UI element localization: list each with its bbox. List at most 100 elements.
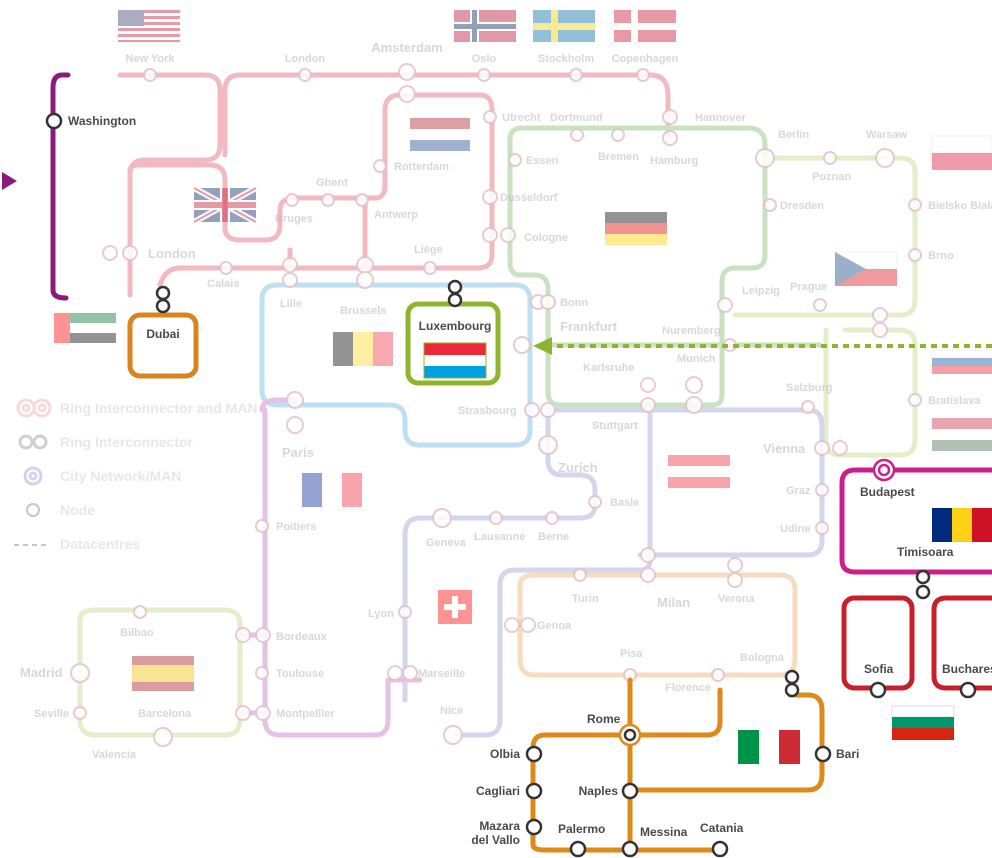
label-rome: Rome xyxy=(587,712,621,726)
label-madrid: Madrid xyxy=(20,665,63,680)
label-antwerp: Antwerp xyxy=(374,209,418,221)
label-turin: Turin xyxy=(572,593,599,605)
label-frankfurt: Frankfurt xyxy=(560,319,618,334)
line-italy-loop xyxy=(530,687,723,853)
label-basle: Basle xyxy=(610,497,639,509)
label-lille: Lille xyxy=(280,298,302,310)
label-dubai: Dubai xyxy=(146,327,179,341)
flag-denmark-icon xyxy=(614,10,676,42)
label-paris: Paris xyxy=(282,445,314,460)
faded-line-north xyxy=(237,72,671,138)
line-bucharest xyxy=(931,595,992,691)
label-florence: Florence xyxy=(665,682,711,694)
flag-norway-icon xyxy=(454,10,516,42)
flag-romania-icon xyxy=(932,508,992,542)
faded-line-germany xyxy=(507,125,768,408)
node-messina xyxy=(621,840,639,858)
label-catania: Catania xyxy=(700,821,744,835)
label-bucharest: Bucharest xyxy=(942,662,992,676)
label-lyon: Lyon xyxy=(368,608,394,620)
label-bari: Bari xyxy=(836,747,859,761)
legend-dc-label: Datacentres xyxy=(60,536,140,552)
active-labels: Washington Dubai Luxembourg Budapest Tim… xyxy=(68,114,992,847)
flag-czech-icon xyxy=(834,251,898,286)
label-brussels: Brussels xyxy=(340,305,386,317)
label-stuttgart: Stuttgart xyxy=(592,420,638,432)
faded-line-slovakia xyxy=(823,327,918,458)
node-mazara xyxy=(525,818,543,836)
label-hamburg: Hamburg xyxy=(650,155,698,167)
faded-line-east xyxy=(732,155,918,318)
label-utrecht: Utrecht xyxy=(502,112,541,124)
label-bruges: Bruges xyxy=(275,213,313,225)
label-berne: Berne xyxy=(538,531,569,543)
legend-ring-man-label: Ring Interconnector and MAN xyxy=(60,400,258,416)
flag-belgium-icon xyxy=(333,332,393,366)
line-washington xyxy=(50,72,71,301)
line-dubai xyxy=(127,312,199,379)
label-marseille: Marseille xyxy=(418,668,465,680)
arrow-head-icon xyxy=(533,337,552,355)
label-london-top: London xyxy=(285,53,326,65)
label-nuremberg: Nuremberg xyxy=(662,325,721,337)
label-barcelona: Barcelona xyxy=(138,708,192,720)
flag-netherlands-icon xyxy=(410,118,470,151)
label-dortmund: Dortmund xyxy=(550,112,603,124)
faded-line-france-ring xyxy=(259,282,533,448)
label-lausanne: Lausanne xyxy=(474,531,525,543)
label-calais: Calais xyxy=(207,278,239,290)
legend: Ring Interconnector and MAN Ring Interco… xyxy=(14,398,258,552)
label-dresden: Dresden xyxy=(780,200,824,212)
label-budapest: Budapest xyxy=(860,485,915,499)
label-berlin: Berlin xyxy=(778,129,809,141)
flag-spain-icon xyxy=(132,656,194,691)
label-bilbao: Bilbao xyxy=(120,627,154,639)
label-poznan: Poznan xyxy=(812,171,851,183)
label-warsaw: Warsaw xyxy=(866,129,908,141)
label-mazara: Mazara xyxy=(479,819,520,833)
faded-line-italy-north xyxy=(517,572,798,678)
label-new-york: New York xyxy=(125,53,175,65)
line-italy-east xyxy=(627,692,825,793)
label-munich: Munich xyxy=(677,353,716,365)
label-seville: Seville xyxy=(34,708,69,720)
flag-poland-icon xyxy=(931,135,992,170)
flag-usa-icon xyxy=(118,10,180,42)
label-copenhagen: Copenhagen xyxy=(612,53,679,65)
node-bari xyxy=(814,745,832,763)
flag-luxembourg-icon xyxy=(423,342,487,379)
flag-uae-icon xyxy=(54,313,116,343)
label-toulouse: Toulouse xyxy=(276,668,324,680)
node-rome xyxy=(618,723,642,747)
legend-node-label: Node xyxy=(60,502,95,518)
line-budapest xyxy=(839,467,992,575)
label-hannover: Hannover xyxy=(695,112,746,124)
faded-flags xyxy=(54,10,992,691)
label-poitiers: Poitiers xyxy=(276,521,316,533)
label-bologna: Bologna xyxy=(740,652,785,664)
flag-germany-icon xyxy=(605,212,667,245)
flag-uk-icon xyxy=(192,185,258,225)
label-genoa: Genoa xyxy=(537,620,572,632)
faded-line-lisbon xyxy=(222,72,243,158)
label-montpellier: Montpellier xyxy=(276,708,335,720)
legend-ring-label: Ring Interconnector xyxy=(60,434,194,450)
faded-labels: New York London Amsterdam Oslo Stockholm… xyxy=(20,40,992,761)
label-cologne: Cologne xyxy=(524,232,568,244)
label-washington: Washington xyxy=(68,114,136,128)
label-london: London xyxy=(148,246,196,261)
label-bremen: Bremen xyxy=(598,151,639,163)
label-vienna: Vienna xyxy=(763,441,806,456)
arrow-left-edge-icon xyxy=(2,172,17,190)
label-zurich: Zurich xyxy=(558,460,598,475)
label-nice: Nice xyxy=(440,705,463,717)
label-dusseldorf: Dusseldorf xyxy=(500,192,558,204)
node-sofia xyxy=(869,681,887,699)
label-del-vallo: del Vallo xyxy=(471,833,520,847)
label-naples: Naples xyxy=(579,784,619,798)
faded-nodes xyxy=(70,63,922,747)
node-catania xyxy=(711,840,729,858)
label-udine: Udine xyxy=(780,523,811,535)
